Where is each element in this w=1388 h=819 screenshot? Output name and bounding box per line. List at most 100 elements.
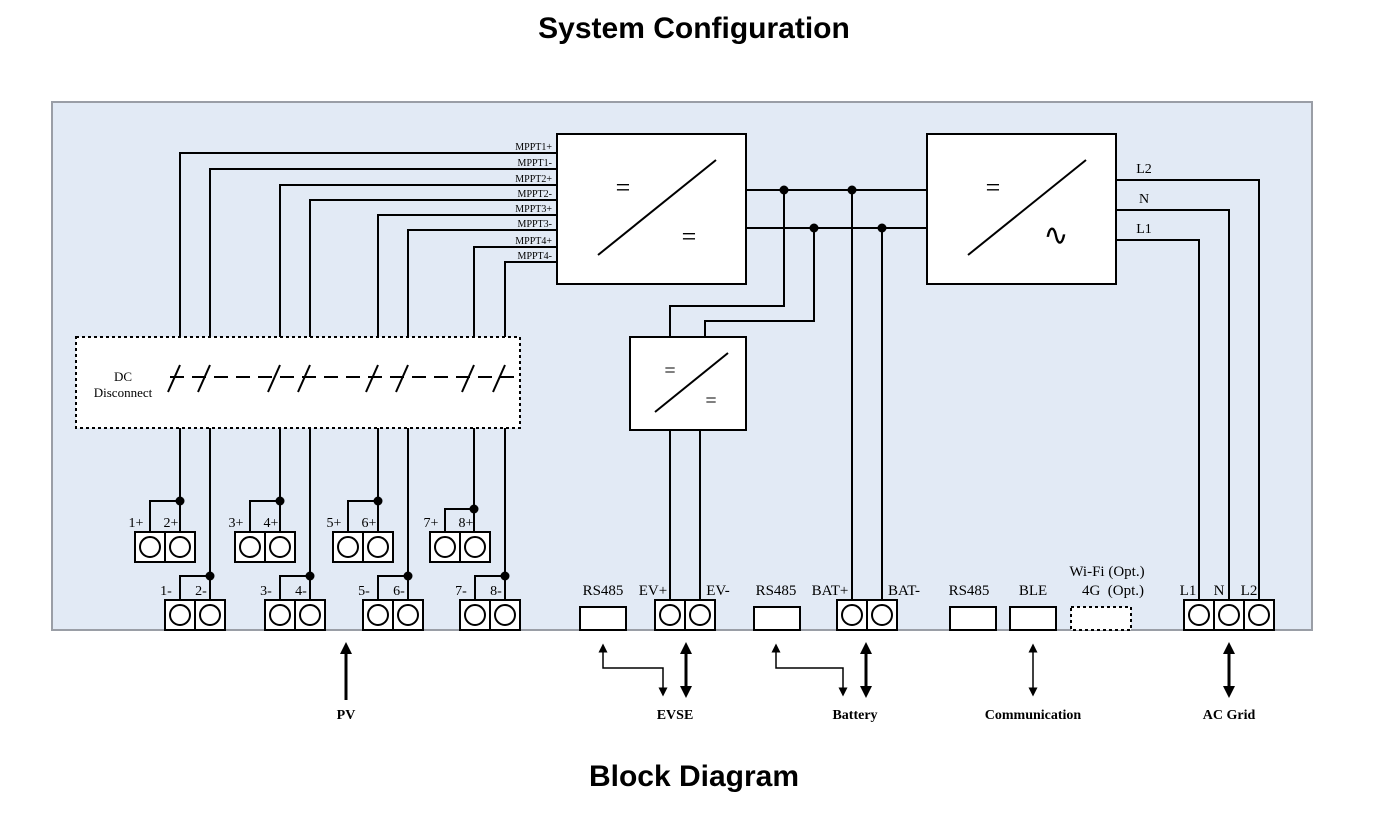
ev-neg-label: EV- [706, 583, 730, 599]
terminal-label: 7+ [424, 516, 439, 531]
terminal-label: 6+ [362, 516, 377, 531]
dc-symbol: = [616, 173, 631, 202]
mppt-label: MPPT2+ [515, 174, 552, 185]
pv-neg-wire [474, 575, 505, 600]
switch-blade [461, 364, 475, 393]
terminal-screw [397, 604, 419, 626]
ac-grid-label: AC Grid [1203, 708, 1256, 723]
communication-label: Communication [985, 708, 1082, 723]
terminal-label: 5+ [327, 516, 342, 531]
evse-label: EVSE [657, 708, 694, 723]
pv-neg-wire [377, 575, 408, 600]
pv-label: PV [337, 708, 356, 723]
bat-neg-label: BAT- [888, 583, 920, 599]
terminal-blocks [134, 531, 1275, 631]
terminal-screw [659, 604, 681, 626]
terminal-screw [367, 604, 389, 626]
switch-blade [297, 364, 311, 393]
ac-wire-l1 [1116, 239, 1200, 600]
switch-blade [365, 364, 379, 393]
dc-symbol: = [986, 173, 1001, 202]
terminal-label: 2- [195, 584, 207, 599]
port-label: Wi-Fi (Opt.) [1069, 564, 1144, 580]
ac-l1-label: L1 [1180, 583, 1197, 599]
switch-blade [492, 364, 506, 393]
terminal-label: 3- [260, 584, 272, 599]
junction-dot [500, 571, 510, 581]
port-label: RS485 [756, 583, 797, 599]
terminal-label: 1+ [129, 516, 144, 531]
dc-disconnect: DC Disconnect [75, 336, 521, 429]
mppt-wire [407, 229, 557, 360]
ac-line-label-l2: L2 [1136, 162, 1152, 177]
terminal-screw [464, 604, 486, 626]
evse-comm-arrow [598, 643, 668, 697]
pv-positive-terminal-block [234, 531, 296, 563]
mppt-label: MPPT3+ [515, 204, 552, 215]
switch-blade [267, 364, 281, 393]
pv-pos-wire [249, 500, 280, 532]
terminal-screw [169, 604, 191, 626]
ac-wire-l2 [1116, 179, 1260, 600]
pv-negative-terminal-block [362, 599, 424, 631]
terminal-screw [434, 536, 456, 558]
dc-symbol: = [682, 222, 697, 251]
terminal-label: 2+ [164, 516, 179, 531]
dc-symbol: = [664, 360, 675, 382]
bat-pos-label: BAT+ [812, 583, 849, 599]
junction-dot [403, 571, 413, 581]
ev-pos-label: EV+ [639, 583, 667, 599]
pv-negative-terminal-block [264, 599, 326, 631]
ac-line-label-l1: L1 [1136, 222, 1152, 237]
junction-dot [877, 223, 887, 233]
ac-n-label: N [1214, 583, 1225, 599]
terminal-screw [169, 536, 191, 558]
terminal-screw [299, 604, 321, 626]
port-label: 4G (Opt.) [1082, 583, 1144, 599]
junction-dot [205, 571, 215, 581]
ev-converter-feed [704, 228, 815, 337]
junction-dot [305, 571, 315, 581]
junction-dot [779, 185, 789, 195]
ev-terminal-block [654, 599, 716, 631]
terminal-label: 1- [160, 584, 172, 599]
ac-wire-n [1116, 209, 1230, 600]
converter-slash [654, 352, 729, 413]
dc-symbol: = [705, 390, 716, 412]
mppt-label: MPPT4- [518, 251, 552, 262]
terminal-label: 8+ [459, 516, 474, 531]
junction-dot [275, 496, 285, 506]
terminal-label: 5- [358, 584, 370, 599]
terminal-screw [1218, 604, 1240, 626]
switch-blade [167, 364, 181, 393]
terminal-label: 8- [490, 584, 502, 599]
mppt-label: MPPT2- [518, 189, 552, 200]
ac-line-label-n: N [1139, 192, 1149, 207]
ble-port: BLE [1009, 583, 1057, 631]
terminal-screw [1188, 604, 1210, 626]
terminal-screw [139, 536, 161, 558]
terminal-label: 7- [455, 584, 467, 599]
switch-poles [167, 364, 506, 393]
port-label: RS485 [949, 583, 990, 599]
wiring [149, 152, 1260, 600]
pv-neg-wire [279, 575, 310, 600]
dc-disconnect-label: DC [114, 369, 132, 384]
junction-dot [809, 223, 819, 233]
terminal-screw [494, 604, 516, 626]
dc-disconnect-label: Disconnect [94, 385, 153, 400]
comm-rs485-port: RS485 [949, 583, 997, 631]
switch-blade [395, 364, 409, 393]
pv-dcdc-converter: = = [556, 133, 747, 285]
terminal-screw [1248, 604, 1270, 626]
diagram-caption: Block Diagram [588, 760, 800, 793]
mppt-wire [377, 214, 557, 360]
pv-positive-terminal-block [332, 531, 394, 563]
pv-pos-wire [149, 500, 180, 532]
mppt-labels: MPPT1+MPPT1-MPPT2+MPPT2-MPPT3+MPPT3-MPPT… [515, 142, 552, 262]
battery-comm-arrow [771, 643, 848, 697]
terminal-screw [269, 536, 291, 558]
ac-symbol: ∿ [1043, 219, 1068, 252]
mppt-label: MPPT3- [518, 219, 552, 230]
